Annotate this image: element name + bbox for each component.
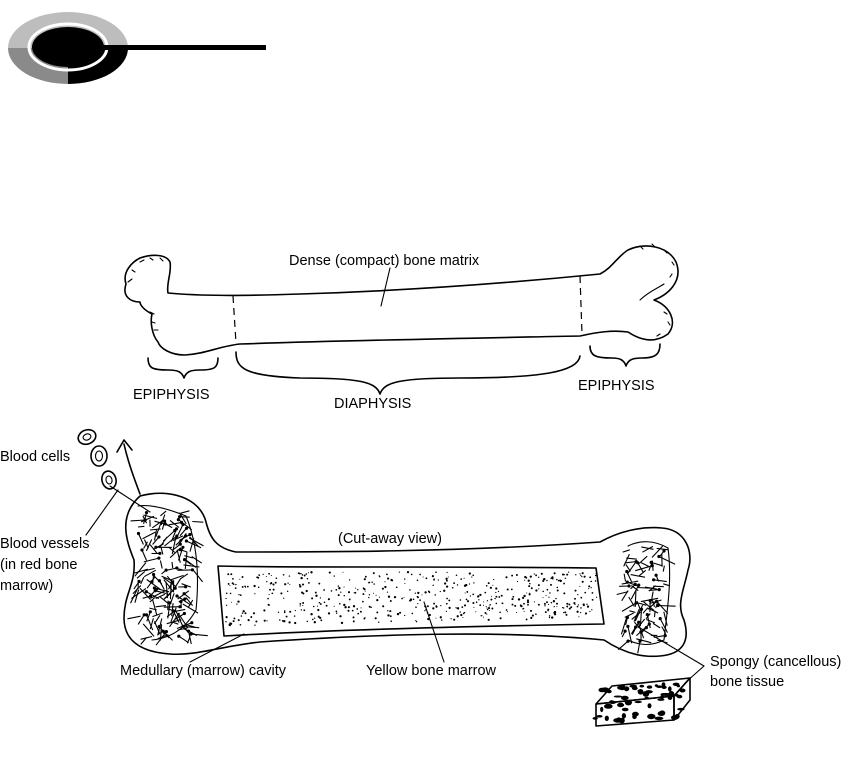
pointer-spongy-1 [640, 628, 704, 666]
chapter-logo-icon [8, 12, 266, 84]
label-blood-vessels-2: (in red bone [0, 557, 77, 573]
spongy-bone-right [617, 546, 676, 653]
brace-epiphysis-left [148, 358, 218, 378]
femur-cutaway [124, 493, 690, 656]
label-epiphysis-right: EPIPHYSIS [578, 378, 655, 394]
spongy-block-icon [593, 678, 691, 726]
spongy-bone-left [127, 511, 207, 645]
label-medullary: Medullary (marrow) cavity [120, 663, 287, 679]
pointer-medullary [190, 634, 244, 662]
brace-epiphysis-right [590, 344, 660, 366]
label-blood-vessels-1: Blood vessels [0, 536, 89, 552]
pointer-yellow-marrow [424, 602, 444, 662]
label-dense-matrix: Dense (compact) bone matrix [289, 253, 480, 269]
label-cutaway: (Cut-away view) [338, 531, 442, 547]
yellow-marrow-speckles [225, 571, 597, 626]
label-diaphysis: DIAPHYSIS [334, 396, 411, 412]
label-blood-cells: Blood cells [0, 449, 70, 465]
pointer-blood-vessels [86, 490, 118, 535]
brace-diaphysis [236, 352, 580, 394]
label-blood-vessels-3: marrow) [0, 578, 53, 594]
label-epiphysis-left: EPIPHYSIS [133, 387, 210, 403]
label-yellow-marrow: Yellow bone marrow [366, 663, 497, 679]
blood-cells-icon [76, 427, 118, 490]
arrow-icon [117, 440, 140, 494]
label-spongy-1: Spongy (cancellous) [710, 654, 841, 670]
label-spongy-2: bone tissue [710, 674, 784, 690]
